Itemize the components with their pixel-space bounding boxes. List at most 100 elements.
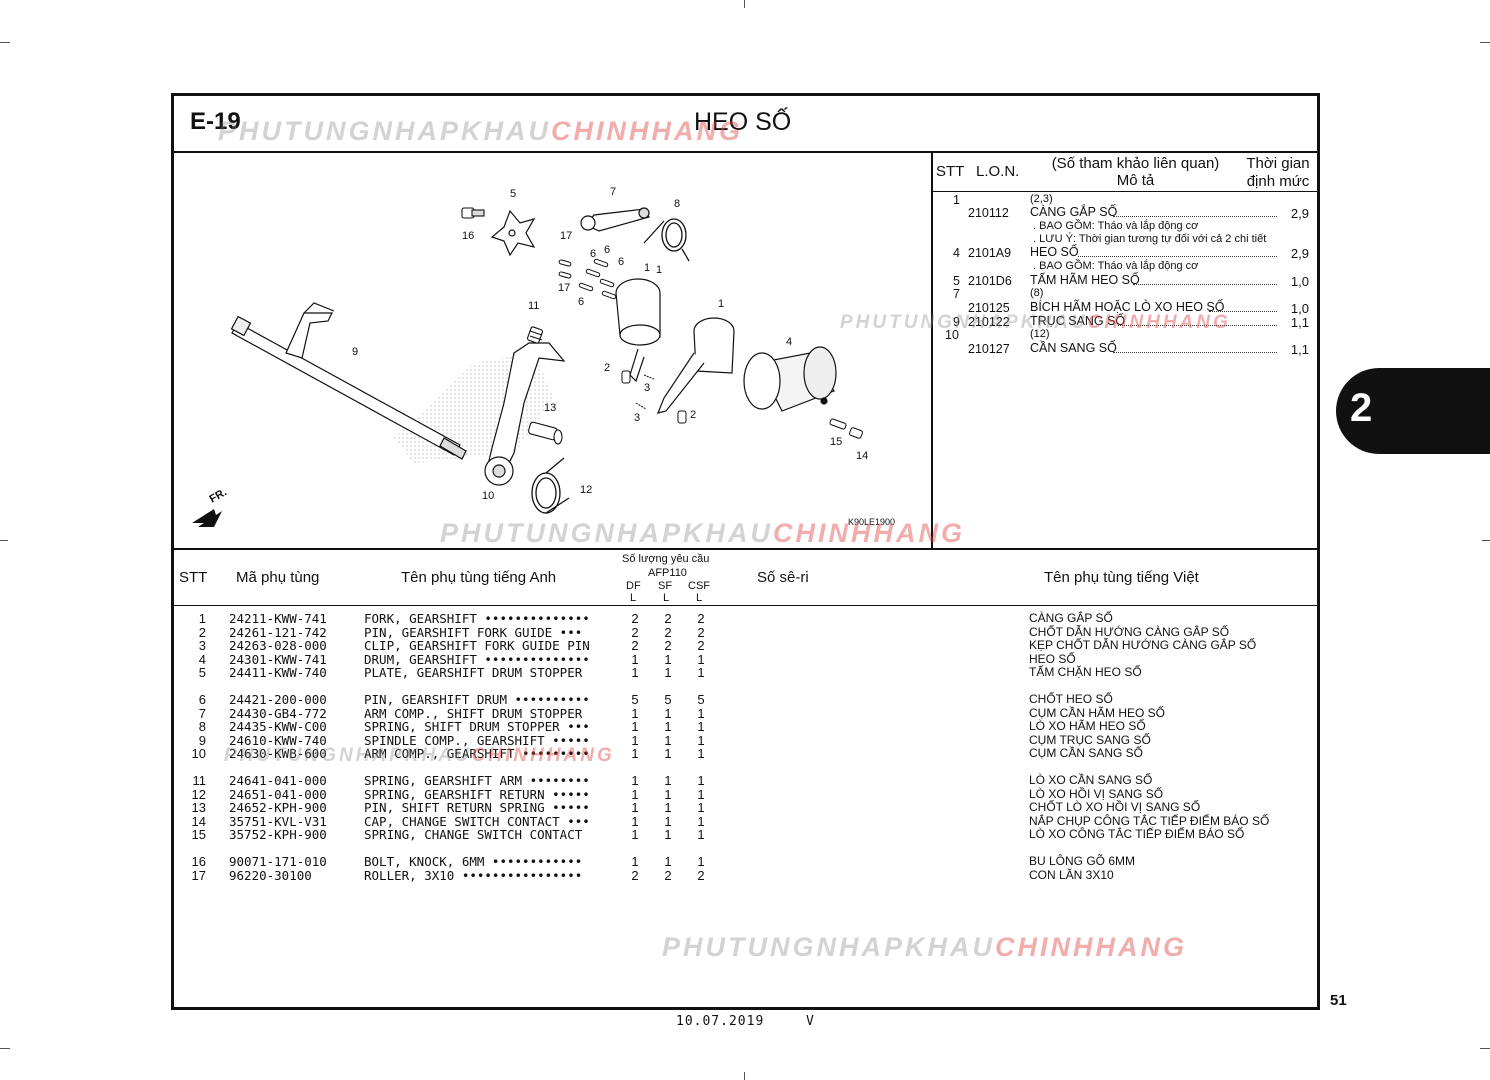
row-qty-csf: 2 [697,624,705,640]
row-part-code: 24652-KPH-900 [229,800,327,815]
row-stt: 16 [191,854,206,869]
row-english-name: PIN, GEARSHIFT DRUM •••••••••• [364,692,590,707]
callout-label: 1 [718,298,724,310]
section-title: HEO SỐ [694,108,792,136]
col-header-english: Tên phụ tùng tiếng Anh [401,569,557,586]
row-part-code: 24630-KWB-600 [229,746,327,761]
row-part-code: 24411-KWW-740 [229,665,327,680]
row-vietnamese-name: CHỐT HEO SỐ [1029,692,1113,706]
row-part-code: 24430-GB4-772 [229,705,327,721]
callout-label: 5 [510,188,516,200]
row-vietnamese-name: LÒ XO CÔNG TẮC TIẾP ĐIỂM BÁO SỐ [1029,827,1245,841]
row-qty-sf: 2 [664,624,672,640]
page-number: 51 [1330,992,1347,1009]
row-stt: 12 [191,786,206,802]
callout-label: 11 [528,300,539,312]
row-qty-csf: 1 [697,651,705,667]
rate-value: 1,1 [1290,342,1309,357]
callout-label: 14 [856,450,868,462]
callout-label: 1 [644,262,650,274]
col-header-variant-sub: L [696,592,703,604]
row-qty-sf: 1 [664,732,672,748]
row-qty-sf: 1 [664,746,672,761]
rate-ref: (8) [1030,287,1044,299]
row-english-name: SPRING, CHANGE SWITCH CONTACT [364,827,583,842]
row-qty-sf: 1 [664,719,672,734]
callout-label: 3 [644,382,650,394]
rate-stt: 7 [953,287,960,301]
row-part-code: 35751-KVL-V31 [229,813,327,829]
row-qty-csf: 1 [697,854,705,869]
row-qty-df: 1 [631,786,639,802]
figure-code: K90LE1900 [848,517,895,527]
front-label: FR. [208,486,229,505]
row-qty-csf: 1 [697,773,705,788]
table-row: 1 24211-KWW-741 FORK, GEARSHIFT ••••••••… [174,611,1317,626]
row-stt: 14 [191,813,206,829]
callout-label: 15 [830,436,842,448]
row-stt: 7 [198,705,206,721]
section-tab: 2 [1336,368,1490,454]
table-row: 14 35751-KVL-V31 CAP, CHANGE SWITCH CONT… [174,813,1317,829]
table-row: 11 24641-041-000 SPRING, GEARSHIFT ARM •… [174,773,1317,788]
part-gearshift-spindle [230,302,467,460]
row-qty-df: 1 [631,827,639,842]
part-knock-bolt [461,207,485,219]
dot-leader [1078,255,1277,257]
part-drum-stopper-plate [490,209,536,257]
col-header-serial: Số sê-ri [757,569,809,586]
crop-mark [0,1048,10,1049]
rate-note: . BAO GỒM: Tháo và lắp động cơ [1033,220,1199,232]
row-stt: 1 [198,611,206,626]
row-part-code: 24211-KWW-741 [229,611,327,626]
row-qty-csf: 2 [697,638,705,653]
rate-stt: 10 [945,328,959,342]
row-english-name: FORK, GEARSHIFT •••••••••••••• [364,611,590,626]
row-qty-sf: 1 [664,813,672,829]
rate-note: . BAO GỒM: Tháo và lắp động cơ [1033,260,1199,272]
rate-col-time: Thời gian định mức [1238,155,1318,191]
col-header-code: Mã phụ tùng [236,569,320,586]
row-part-code: 24261-121-742 [229,624,327,640]
section-code: E-19 [190,108,241,135]
col-header-variant: SF [658,580,673,592]
table-row: 17 96220-30100 ROLLER, 3X10 ••••••••••••… [174,867,1317,883]
parts-table: STT Mã phụ tùng Tên phụ tùng tiếng Anh S… [174,548,1317,1009]
callout-label: 13 [544,402,556,414]
table-row: 9 24610-KWW-740 SPINDLE COMP., GEARSHIFT… [174,732,1317,748]
row-qty-csf: 1 [697,719,705,734]
row-qty-csf: 1 [697,732,705,748]
row-part-code: 96220-30100 [229,867,312,883]
rate-col-ref: (Số tham khảo liên quan) Mô tả [1028,155,1243,189]
row-stt: 2 [198,624,206,640]
part-shift-drum-stopper-spring [643,218,690,262]
row-vietnamese-name: CHỐT LÒ XO HỒI VỊ SANG SỐ [1029,800,1201,814]
callout-label: 2 [690,409,696,421]
crop-mark [0,42,10,43]
row-stt: 10 [191,746,206,761]
row-vietnamese-name: LÒ XO HỒI VỊ SANG SỐ [1029,786,1164,801]
callout-label: 17 [558,282,570,294]
row-qty-sf: 1 [664,800,672,815]
row-stt: 9 [198,732,206,748]
footer-revision: V [806,1014,814,1029]
table-row: 8 24435-KWW-C00 SPRING, SHIFT DRUM STOPP… [174,719,1317,734]
row-english-name: SPRING, GEARSHIFT RETURN ••••• [364,786,590,802]
part-pins-and-rollers [558,258,617,300]
page-header: E-19 HEO SỐ [174,96,1317,153]
row-stt: 13 [191,800,206,815]
row-english-name: ARM COMP., SHIFT DRUM STOPPER [364,705,583,721]
row-vietnamese-name: NẮP CHỤP CÔNG TẮC TIẾP ĐIỂM BÁO SỐ [1029,813,1270,828]
rate-code: 2101A9 [968,246,1012,260]
row-english-name: PIN, SHIFT RETURN SPRING ••••• [364,800,590,815]
row-qty-df: 2 [631,638,639,653]
part-shift-return-spring-pin [528,421,563,445]
row-qty-sf: 1 [664,705,672,721]
row-english-name: CAP, CHANGE SWITCH CONTACT ••• [364,813,590,829]
row-part-code: 24435-KWW-C00 [229,719,327,734]
row-part-code: 90071-171-010 [229,854,327,869]
row-qty-df: 5 [631,692,639,707]
row-qty-sf: 1 [664,665,672,680]
rate-header-divider [933,191,1319,192]
rate-value: 1,1 [1290,315,1309,330]
